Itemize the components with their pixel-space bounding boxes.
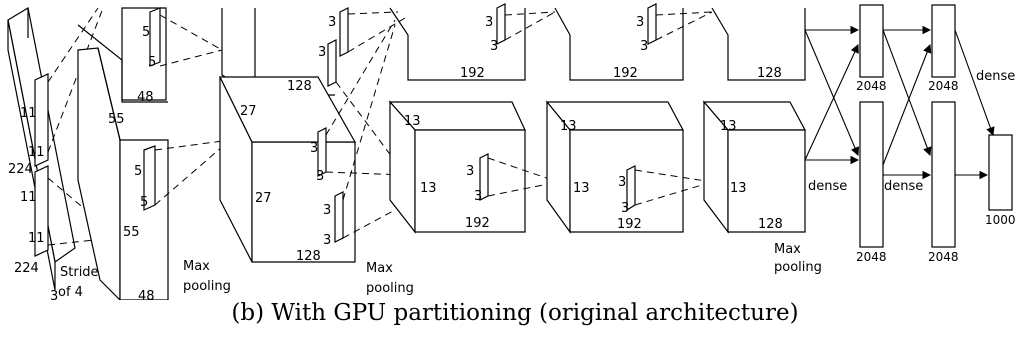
input-kernel-bottom [34,165,49,257]
conv1-bottom-depth-label: 48 [138,289,155,300]
stride-label: Stride [60,265,99,280]
conv4-k2: 3 [640,39,648,54]
conv3-kernel-top [496,3,506,45]
fc7-bottom-label: 2048 [928,250,959,264]
pool3-line2: pooling [774,260,822,275]
conv5-size2-label: 13 [730,181,747,196]
input-volume [7,7,76,291]
conv2-size2-label: 27 [255,191,272,206]
conv1-kernel-b: 5 [148,55,156,70]
pool2-line2: pooling [366,281,414,296]
stride-of-label: of 4 [58,285,83,300]
conv3-k4: 3 [474,189,482,204]
conv2-volume [219,7,357,263]
conv1-size-label: 55 [108,112,125,127]
conv4-volume [545,3,685,234]
conv3-volume [388,3,526,234]
conv4-top-depth-label: 192 [613,66,638,81]
pool3-line1: Max [774,242,801,257]
conv2-kernel-e-label: 3 [323,203,331,218]
input-size-w-label: 224 [14,261,39,276]
conv3-k1: 3 [485,15,493,30]
input-kernel-top [34,73,49,167]
conv1-top-depth-label: 48 [137,90,154,105]
conv3-k3: 3 [466,164,474,179]
conv4-bottom-depth-label: 192 [617,217,642,232]
pool1-line1: Max [183,259,210,274]
dense-label-3: dense [976,69,1015,84]
conv4-k3: 3 [618,175,626,190]
conv3-bottom-depth-label: 192 [465,216,490,231]
input-kernel-w-label: 11 [28,145,45,160]
conv3-top-depth-label: 192 [460,66,485,81]
fc7-bottom [931,101,956,248]
fc8-output [988,134,1013,211]
conv5-volume [702,7,807,234]
conv4-k4: 3 [621,201,629,216]
conv4-size2-label: 13 [573,181,590,196]
dense-label-2: dense [884,179,923,194]
conv2-top-depth-label: 128 [287,79,312,94]
conv1-volume [77,7,169,300]
conv2-kernel-d-label: 3 [316,169,324,184]
input-channels-label: 3 [50,289,58,300]
input-size-h-label: 224 [8,162,33,177]
pool2-line1: Max [366,261,393,276]
conv4-k1: 3 [636,15,644,30]
conv2-kernel-t1 [339,7,349,57]
conv4-size-label: 13 [560,119,577,134]
conv1-size2-label: 55 [123,225,140,240]
conv2-kernel-t2 [327,39,337,87]
conv5-size-label: 13 [720,119,737,134]
fc6-top-label: 2048 [856,79,887,93]
conv2-kernel-c [334,191,344,243]
input-kernel-h-label: 11 [20,106,37,121]
pool1-line2: pooling [183,279,231,294]
conv4-kernel-top [647,3,657,45]
alexnet-gpu-diagram: 11 11 224 11 11 224 3 Stride of 4 55 55 … [7,3,1016,300]
input-kernel-w2-label: 11 [28,231,45,246]
conv2-kernel-a: 3 [328,15,336,30]
fc6-top [859,4,884,78]
dense-label-1: dense [808,179,847,194]
conv1-kernel-a: 5 [142,25,150,40]
input-kernel-h2-label: 11 [20,190,37,205]
conv3-size-label: 13 [404,114,421,129]
conv1-kernel-c: 5 [134,164,142,179]
conv5-bottom-depth-label: 128 [758,217,783,232]
conv1-kernel-d: 5 [140,195,148,210]
conv3-size2-label: 13 [420,181,437,196]
fc7-top [931,4,956,78]
conv2-bottom-depth-label: 128 [296,249,321,264]
conv1-kernel-top [149,7,161,67]
fc6-bottom [859,101,884,248]
conv3-k2: 3 [490,39,498,54]
fc8-label: 1000 [985,213,1016,227]
conv2-kernel-c-label: 3 [310,141,318,156]
conv2-kernel-b-label: 3 [318,45,326,60]
fc6-bottom-label: 2048 [856,250,887,264]
conv5-top-depth-label: 128 [757,66,782,81]
figure-caption: (b) With GPU partitioning (original arch… [231,300,799,326]
conv2-kernel-f-label: 3 [323,233,331,248]
fc7-top-label: 2048 [928,79,959,93]
conv2-size-label: 27 [240,104,257,119]
